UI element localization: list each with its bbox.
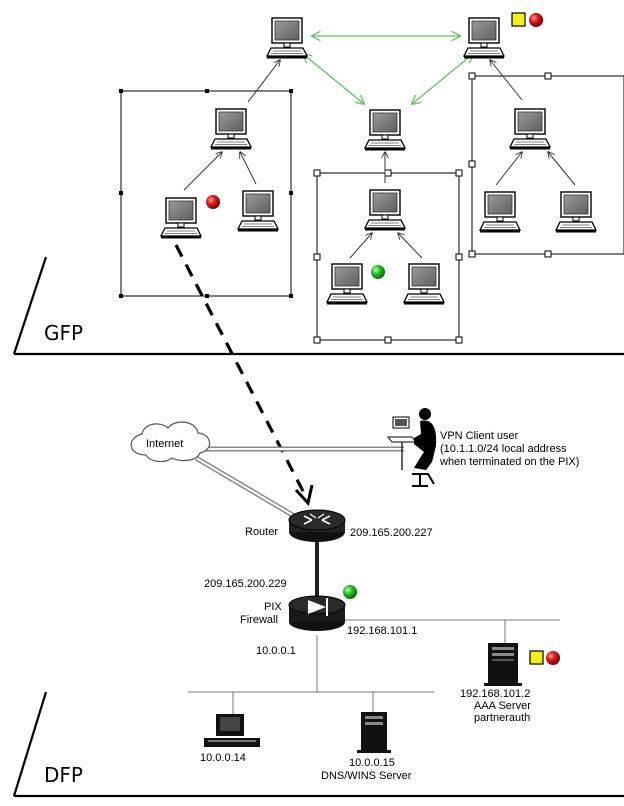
mapping-arrow [174,244,314,507]
red-status-dot [529,13,543,27]
gfp-plane [12,256,624,356]
internet-label: Internet [146,438,184,450]
dns-ip: 10.0.0.15 [349,757,395,769]
computer-icon [479,191,521,234]
dfp-plane-label: DFP [44,763,83,787]
gfp-plane-label: GFP [44,321,84,345]
vpn-user-label-line2: (10.1.1.0/24 local address [440,443,567,455]
computer-icon [237,190,279,233]
red-status-dot [206,195,220,209]
vpn-user-icon [386,408,437,487]
router-icon [288,509,346,542]
computer-icon [326,263,368,306]
pix-inside-ip: 10.0.0.1 [256,645,296,657]
pix-outside-ip: 209.165.200.229 [204,578,287,590]
green-status-dot [371,265,385,279]
aaa-label-line2: partnerauth [474,712,531,724]
pix-dmz-ip: 192.168.101.1 [347,625,418,637]
computer-icon [463,17,505,60]
computer-icon [210,108,252,151]
computer-icon [555,191,597,234]
aaa-label-line1: AAA Server [474,700,531,712]
router-ip: 209.165.200.227 [350,527,433,539]
computer-icon [403,263,445,306]
tree-edges [183,60,576,259]
internet-cloud-icon [130,421,211,463]
group-box-left [119,89,293,298]
vpn-user-label-line1: VPN Client user [440,430,519,442]
computer-icon [364,189,406,232]
peer-links [303,36,473,104]
group-box-middle [313,169,463,344]
network-links [188,446,560,714]
router-label: Router [245,526,279,538]
vpn-user-label-line3: when terminated on the PIX) [440,456,580,468]
green-status-dot [343,585,357,599]
dns-label: DNS/WINS Server [321,770,412,782]
dns-server-icon [357,712,391,753]
aaa-server-icon [484,643,522,686]
workstation-icon [204,714,260,747]
yellow-flag-icon [529,650,544,665]
pix-label-line2: Firewall [240,614,278,626]
computer-icon [509,108,551,151]
pix-firewall-icon [288,595,346,631]
aaa-ip: 192.168.101.2 [460,688,531,700]
dfp-plane [12,691,624,798]
computer-icon [160,197,202,240]
computer-icon [364,109,406,152]
yellow-flag-icon [511,12,526,27]
computer-icon [266,17,308,60]
red-status-dot [546,651,560,665]
pix-label-line1: PIX [264,601,282,613]
workstation-ip: 10.0.0.14 [200,752,246,764]
